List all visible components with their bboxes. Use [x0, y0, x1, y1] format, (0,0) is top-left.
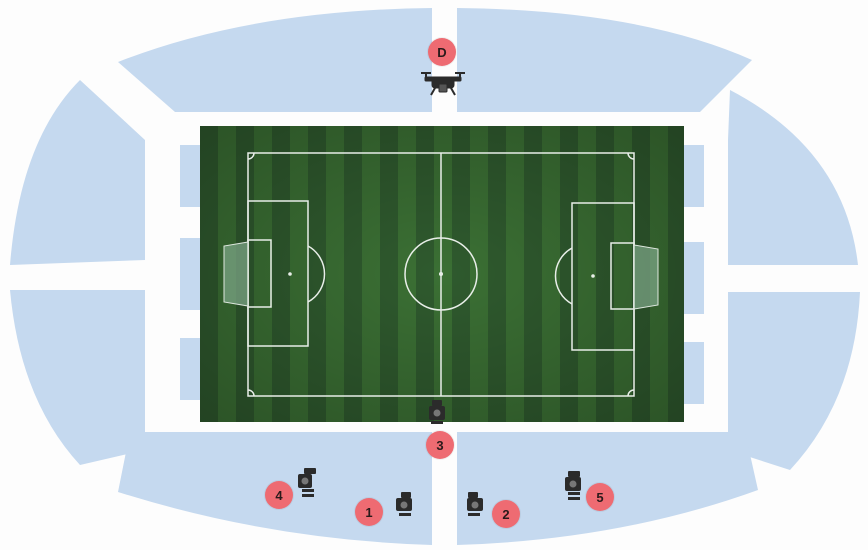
stand-right-upper: [728, 90, 858, 265]
stand-inner-right-3: [682, 342, 704, 404]
marker-d: D: [428, 38, 456, 66]
stand-top-left: [118, 8, 432, 112]
marker-5-label: 5: [596, 490, 603, 505]
stand-inner-left-2: [180, 238, 202, 310]
stand-right-lower: [728, 292, 860, 470]
marker-1: 1: [355, 498, 383, 526]
stand-inner-right-2: [682, 242, 704, 314]
marker-5: 5: [586, 483, 614, 511]
center-spot: [439, 272, 443, 276]
stand-left-lower: [10, 290, 145, 465]
stand-inner-left-3: [180, 338, 202, 400]
marker-2: 2: [492, 500, 520, 528]
left-goal: [224, 242, 248, 306]
marker-4-label: 4: [275, 488, 282, 503]
marker-2-label: 2: [502, 507, 509, 522]
marker-3-label: 3: [436, 438, 443, 453]
marker-4: 4: [265, 481, 293, 509]
stand-left-upper: [10, 80, 145, 265]
stand-inner-right-1: [682, 145, 704, 207]
right-penalty-spot: [591, 274, 595, 278]
left-penalty-spot: [288, 272, 292, 276]
marker-1-label: 1: [365, 505, 372, 520]
stand-top-right: [457, 8, 752, 112]
marker-d-label: D: [437, 45, 446, 60]
right-goal: [634, 245, 658, 309]
stand-inner-left-1: [180, 145, 202, 207]
marker-3: 3: [426, 431, 454, 459]
